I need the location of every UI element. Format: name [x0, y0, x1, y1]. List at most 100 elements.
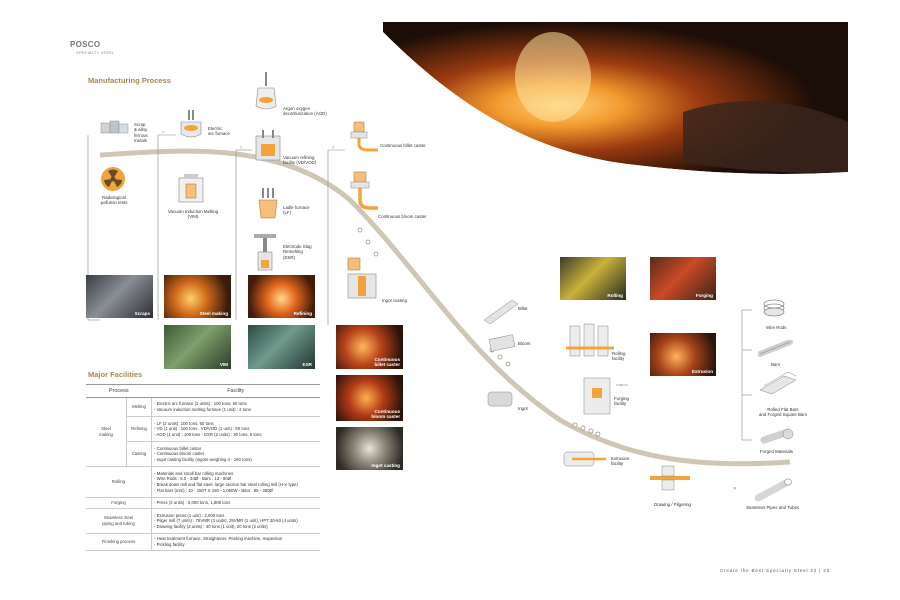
table-row: Seamless steel piping and tubing - Extru…: [86, 508, 320, 534]
table-head-process: Process: [86, 384, 152, 398]
flat-bars-icon: [758, 371, 798, 401]
major-facilities-title: Major Facilities: [88, 370, 143, 379]
seamless-pipe-icon: [754, 478, 794, 507]
label-extrusion-facility: Extrusion facility: [611, 456, 630, 467]
table-row: Rolling - Materials and small bar rollin…: [86, 466, 320, 498]
row-group-rolling: Rolling: [86, 466, 152, 498]
photo-label-steelmaking: Steel making: [199, 311, 228, 316]
label-bloom-caster: Continuous bloom caster: [378, 214, 427, 219]
label-vd: Vacuum refining facility (VD/VOD): [283, 155, 317, 166]
row-sub-melting: Melting: [126, 397, 152, 417]
forged-materials-icon: [760, 428, 796, 453]
row-melting-facility: - Electric arc furnace (2 units) : 100 t…: [151, 397, 320, 417]
photo-esr: ESR: [248, 325, 315, 369]
label-esr: Electrode Slag Remelting (ESR): [283, 244, 312, 260]
label-bloom: Bloom: [518, 341, 531, 346]
label-wire-rods: Wire Rods: [766, 325, 787, 330]
row-rolling-facility: - Materials and small bar rolling machin…: [151, 466, 320, 498]
row-group-finishing: Finishing process: [86, 533, 152, 551]
svg-text:‹: ‹: [620, 383, 622, 389]
label-rolling-facility: Rolling facility: [612, 351, 626, 362]
row-group-forging: Forging: [86, 497, 152, 509]
brand-subtitle: SPECIALTY STEEL: [76, 50, 115, 55]
label-aod: Argon oxygen decarburization (AOD): [283, 106, 327, 117]
radiation-icon: [100, 166, 126, 197]
photo-label-billet-caster: Continuous billet caster: [374, 357, 400, 367]
photo-label-vim: VIM: [219, 362, 228, 367]
photo-label-ingot-casting: Ingot casting: [371, 463, 400, 468]
svg-text:›: ›: [332, 145, 334, 151]
ingot-icon: [486, 388, 516, 415]
photo-label-refining: Refining: [293, 311, 312, 316]
label-forged-materials: Forged Materials: [760, 449, 793, 454]
label-vim: Vacuum Induction Melting (VIM): [167, 209, 219, 220]
drawing-pilgering-icon: [648, 464, 692, 499]
posco-logo: POSCO: [70, 40, 101, 49]
label-billet: Billet: [518, 306, 528, 311]
label-rolled-flat: Rolled Flat Bars and Forged Square Bars: [758, 407, 808, 418]
ladle-furnace-icon: [256, 188, 280, 225]
billet-caster-icon: [348, 118, 378, 159]
row-group-steel-making: Steel making: [86, 397, 127, 467]
photo-label-scraps: Scraps: [134, 311, 150, 316]
photo-bloom-caster: Continuous bloom caster: [336, 375, 403, 421]
forging-press-icon: [580, 376, 614, 421]
photo-label-extrusion: Extrusion: [691, 369, 713, 374]
photo-label-forging: Forging: [695, 293, 713, 298]
photo-rolling: Rolling: [560, 257, 626, 300]
bloom-icon: [488, 333, 518, 358]
photo-extrusion: Extrusion: [650, 333, 716, 376]
scrap-icon: [100, 120, 130, 141]
table-header-row: Process Facility: [86, 384, 320, 398]
ingot-casting-icon: [342, 254, 382, 309]
manufacturing-process-title: Manufacturing Process: [88, 76, 171, 85]
row-sub-casting: Casting: [126, 441, 152, 467]
table-row: Steel making Melting - Electric arc furn…: [86, 397, 320, 467]
photo-vim: VIM: [164, 325, 231, 369]
row-refining-facility: - LF (2 units): 100 tons, 60 tons - VD (…: [151, 416, 320, 442]
extrusion-press-icon: [562, 448, 606, 475]
table-row: Forging - Press (2 units) : 5,000 tons, …: [86, 497, 320, 509]
table-head-facility: Facility: [151, 384, 320, 398]
row-group-seamless: Seamless steel piping and tubing: [86, 508, 152, 534]
row-seamless-facility: - Extrusion press (1 unit) : 2,000 tons …: [151, 508, 320, 534]
label-billet-caster: Continuous billet caster: [380, 143, 426, 148]
billet-icon: [482, 296, 522, 329]
svg-text:›: ›: [162, 130, 164, 136]
row-casting-facility: - Continuous billet caster - Continuous …: [151, 441, 320, 467]
svg-text:›: ›: [240, 145, 242, 151]
vacuum-refining-icon: [254, 128, 282, 169]
label-bars: Bars: [771, 362, 781, 367]
table-row: Finishing process - Heat treatment furna…: [86, 533, 320, 551]
photo-ingot-casting: Ingot casting: [336, 427, 403, 470]
label-ingot: Ingot: [518, 406, 528, 411]
label-seamless: Seamless Pipes and Tubes: [746, 505, 800, 510]
row-sub-refining: Refining: [126, 416, 152, 442]
page-footer: Create the Best Specialty Steel 22 | 23: [719, 568, 830, 573]
row-forging-facility: - Press (2 units) : 5,000 tons, 1,800 to…: [151, 497, 320, 509]
photo-scraps: Scraps: [86, 275, 153, 318]
row-finishing-facility: - Heat treatment furnace, Straightener, …: [151, 533, 320, 551]
photo-refining: Refining: [248, 275, 315, 318]
wire-rods-icon: [762, 296, 786, 325]
bars-icon: [757, 339, 794, 363]
svg-text:»: »: [733, 486, 737, 492]
label-electric-arc: Electric arc furnace: [208, 126, 230, 137]
photo-billet-caster: Continuous billet caster: [336, 325, 403, 369]
label-forging-facility: Forging facility: [614, 396, 629, 407]
photo-label-esr: ESR: [302, 362, 312, 367]
rolling-mill-icon: [566, 320, 614, 369]
photo-label-bloom-caster: Continuous bloom caster: [371, 409, 400, 419]
electric-arc-furnace-icon: [178, 110, 204, 145]
photo-forging: Forging: [650, 257, 716, 300]
bloom-caster-icon: [348, 168, 378, 217]
table-row: Refining - LF (2 units): 100 tons, 60 to…: [86, 416, 320, 442]
table-row: Casting - Continuous billet caster - Con…: [86, 441, 320, 467]
label-drawing: Drawing / Pilgering: [654, 502, 691, 507]
esr-icon: [252, 230, 278, 277]
facilities-table: Process Facility Steel making Melting - …: [86, 384, 320, 551]
photo-steelmaking: Steel making: [164, 275, 231, 318]
label-lf: Ladle furnace (LF): [283, 205, 310, 216]
photo-label-rolling: Rolling: [607, 293, 623, 298]
label-radiological: Radiological pollution tests: [100, 195, 128, 206]
